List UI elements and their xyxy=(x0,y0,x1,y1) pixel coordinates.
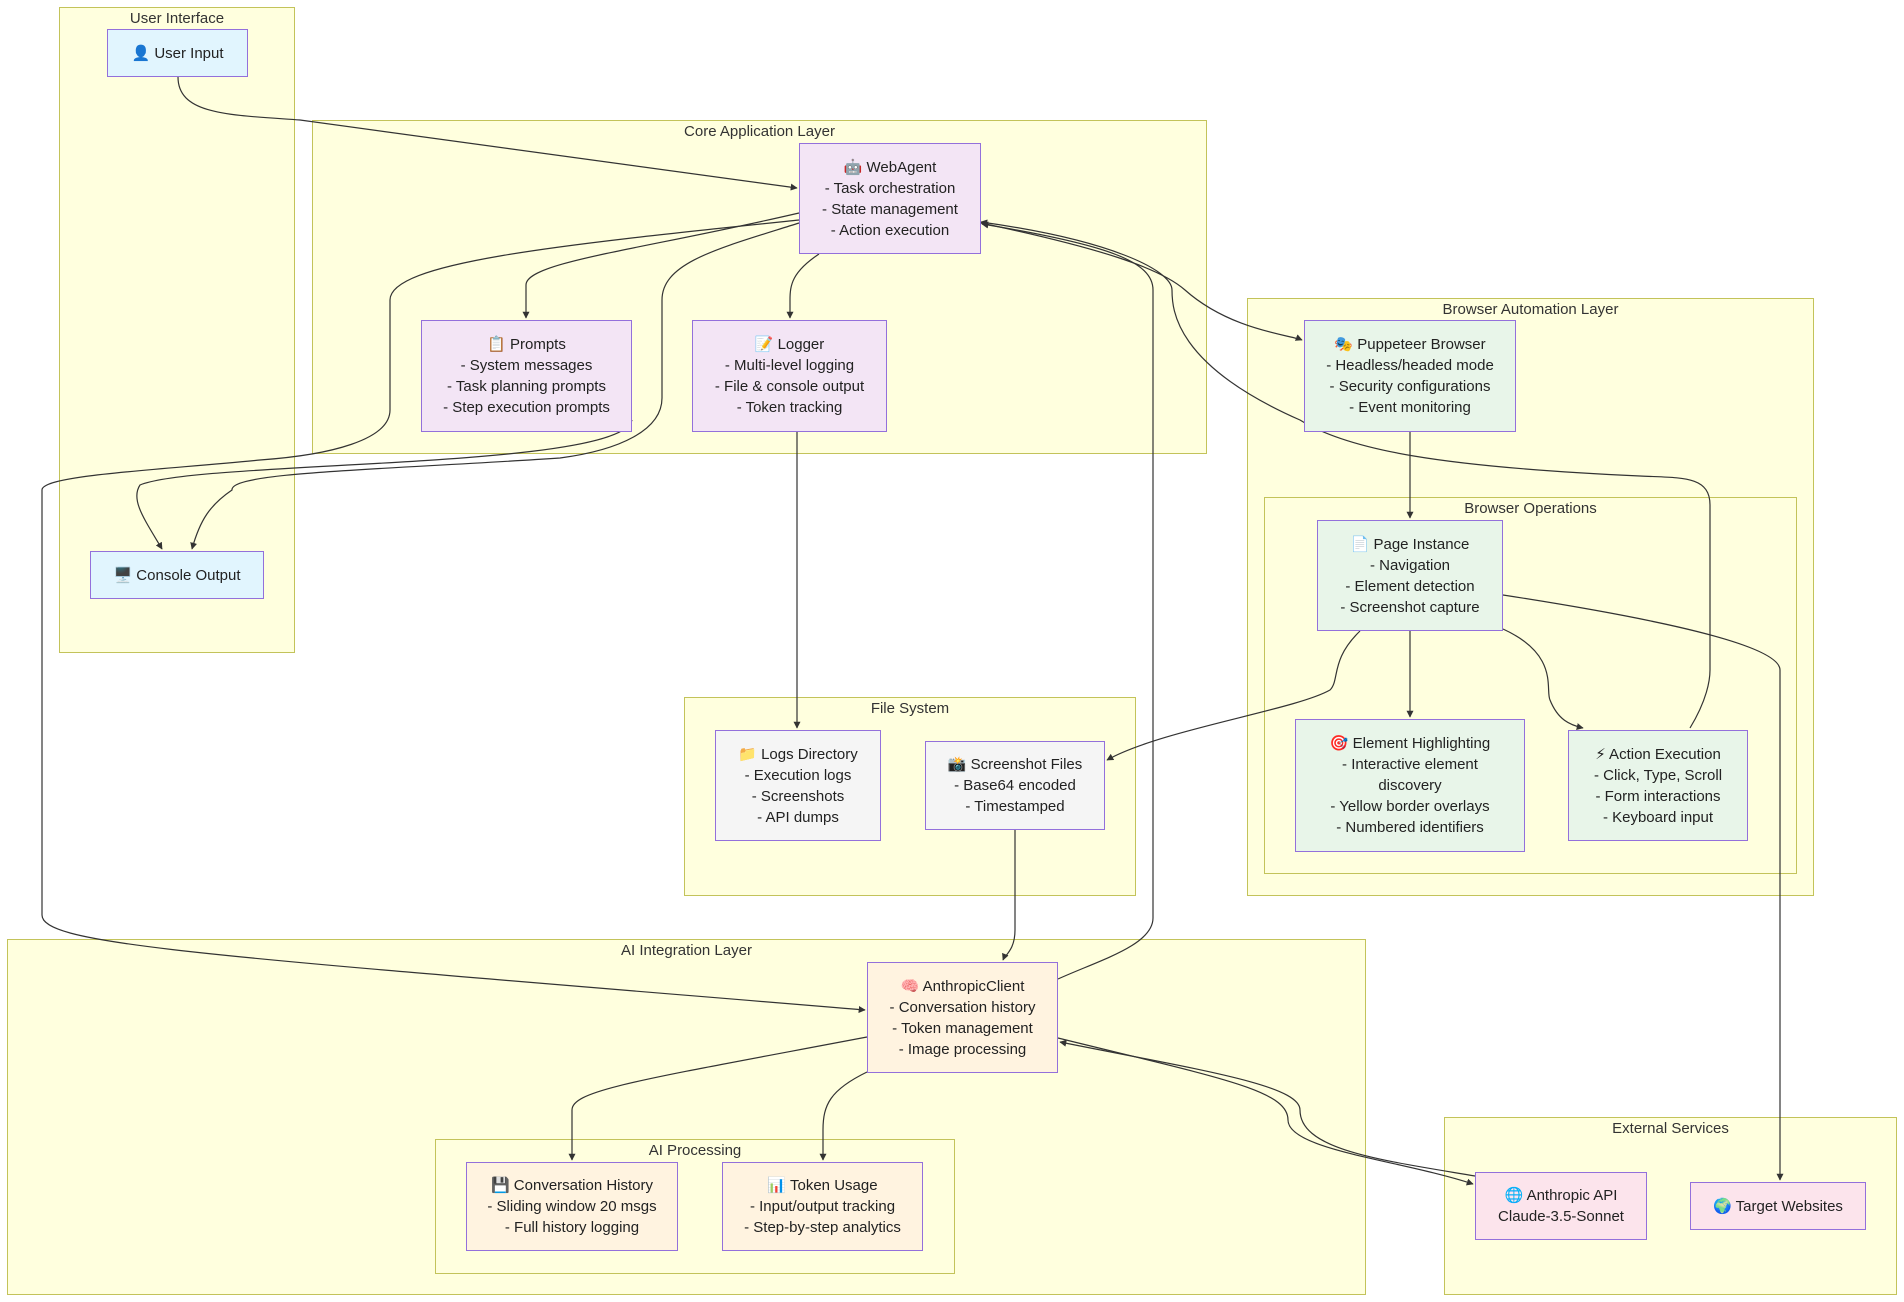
node-title: 🌍 Target Websites xyxy=(1713,1197,1843,1215)
edge-anthropicclient-tokenusage xyxy=(819,1071,868,1161)
node-title: 📋 Prompts xyxy=(487,336,566,353)
edge-webagent-logger xyxy=(786,253,820,319)
group-title: AI Integration Layer xyxy=(621,942,752,959)
node-target-websites: 🌍 Target Websites xyxy=(1690,1182,1866,1230)
node-detail-line: - Numbered identifiers xyxy=(1336,819,1484,836)
node-detail-line: - Full history logging xyxy=(504,1219,640,1236)
node-token-usage: 📊 Token Usage - Input/output tracking - St… xyxy=(722,1162,923,1251)
node-title: 💾 Conversation History xyxy=(490,1177,654,1194)
node-detail-line: - File & console output xyxy=(714,378,865,395)
node-title: 📁 Logs Directory xyxy=(738,745,858,763)
node-detail-line: - Input/output tracking xyxy=(749,1198,896,1215)
node-title: 🎭 Puppeteer Browser xyxy=(1334,336,1486,353)
node-detail-line: - Navigation xyxy=(1369,556,1451,574)
node-detail-line: - Multi-level logging xyxy=(724,357,855,374)
node-detail-line: - Step-by-step analytics xyxy=(744,1219,901,1236)
node-detail-line: Claude-3.5-Sonnet xyxy=(1498,1208,1624,1225)
node-detail-line: - State management xyxy=(822,200,958,218)
edge-screenshots-anthropicclient xyxy=(1002,830,1016,961)
node-anthropic-client: 🧠 AnthropicClient - Conversation history -… xyxy=(867,962,1058,1073)
group-title: Browser Automation Layer xyxy=(1442,301,1619,318)
node-title: 📝 Logger xyxy=(754,336,825,353)
node-detail-line: - Screenshots xyxy=(751,787,845,805)
node-title: 📄 Page Instance xyxy=(1350,535,1470,553)
edge-page-action xyxy=(1502,628,1584,730)
node-title: 🌐 Anthropic API xyxy=(1504,1187,1618,1204)
edge-page-targetwebsites xyxy=(1502,594,1784,1181)
node-console-output: 🖥️ Console Output xyxy=(90,551,264,599)
group-title: AI Processing xyxy=(648,1142,742,1159)
node-logger: 📝 Logger - Multi-level logging - File & co… xyxy=(692,320,887,432)
node-title: 📊 Token Usage xyxy=(767,1177,878,1194)
edge-page-screenshots xyxy=(1106,630,1361,761)
node-detail-line: - Security configurations xyxy=(1329,378,1491,395)
node-action-execution: ⚡ Action Execution - Click, Type, Scroll -… xyxy=(1568,730,1748,841)
node-detail-line: - Headless/headed mode xyxy=(1326,357,1494,374)
node-detail-line: - API dumps xyxy=(757,808,839,826)
node-detail-line: - Event monitoring xyxy=(1349,399,1471,416)
edge-anthropicclient-webagent xyxy=(981,221,1154,980)
node-title: 👤 User Input xyxy=(131,44,224,62)
edge-anthropicclient-convhistory xyxy=(568,1036,868,1161)
node-detail-line: - Screenshot capture xyxy=(1340,598,1480,616)
node-screenshot-files: 📸 Screenshot Files - Base64 encoded - Time… xyxy=(925,741,1105,830)
node-detail-line: - Interactive element xyxy=(1342,756,1478,773)
node-element-highlighting: 🎯 Element Highlighting - Interactive elem… xyxy=(1295,719,1525,852)
node-title: 🖥️ Console Output xyxy=(113,566,241,584)
edge-anthropicapi-anthropicclient xyxy=(1059,1039,1476,1177)
node-detail-line: - Token management xyxy=(892,1019,1033,1037)
node-detail-line: - Image processing xyxy=(898,1040,1027,1058)
group-title: User Interface xyxy=(129,10,225,27)
node-detail-line: - Form interactions xyxy=(1595,787,1721,805)
node-detail-line: - Action execution xyxy=(830,221,950,239)
group-title: Core Application Layer xyxy=(684,123,835,140)
edge-anthropicclient-anthropicapi xyxy=(1057,1037,1474,1186)
edge-webagent-console-1 xyxy=(190,222,800,550)
node-title: 📸 Screenshot Files xyxy=(947,756,1083,773)
node-puppeteer-browser: 🎭 Puppeteer Browser - Headless/headed mod… xyxy=(1304,320,1516,432)
node-detail-line: - Task orchestration xyxy=(824,179,956,197)
node-conversation-history: 💾 Conversation History - Sliding window 2… xyxy=(466,1162,678,1251)
node-detail-line: discovery xyxy=(1378,777,1442,794)
node-anthropic-api: 🌐 Anthropic API Claude-3.5-Sonnet xyxy=(1475,1172,1647,1240)
node-user-input: 👤 User Input xyxy=(107,29,248,77)
node-logs-directory: 📁 Logs Directory - Execution logs - Screen… xyxy=(715,730,881,841)
node-detail-line: - Yellow border overlays xyxy=(1330,798,1490,815)
node-detail-line: - System messages xyxy=(460,357,593,374)
group-title: External Services xyxy=(1612,1120,1729,1137)
edge-prompts-console xyxy=(136,419,633,550)
node-page-instance: 📄 Page Instance - Navigation - Element det… xyxy=(1317,520,1503,631)
node-detail-line: - Task planning prompts xyxy=(447,378,606,395)
node-detail-line: - Timestamped xyxy=(965,798,1065,815)
group-title: File System xyxy=(870,700,950,717)
edge-webagent-puppeteer xyxy=(980,222,1303,341)
node-detail-line: - Click, Type, Scroll xyxy=(1593,766,1723,784)
node-title: 🤖 WebAgent xyxy=(843,158,937,176)
group-title: Browser Operations xyxy=(1464,500,1597,517)
edge-action-webagent xyxy=(980,219,1711,729)
node-detail-line: - Element detection xyxy=(1345,577,1475,595)
node-detail-line: - Token tracking xyxy=(736,399,843,416)
node-detail-line: - Keyboard input xyxy=(1602,808,1714,826)
node-detail-line: - Conversation history xyxy=(889,998,1036,1016)
node-title: 🧠 AnthropicClient xyxy=(900,977,1025,995)
node-detail-line: - Sliding window 20 msgs xyxy=(487,1198,657,1215)
node-detail-line: - Execution logs xyxy=(744,766,852,784)
edge-userinput-webagent xyxy=(177,76,798,191)
edge-webagent-anthropicclient xyxy=(41,219,866,1013)
node-title: 🎯 Element Highlighting xyxy=(1329,735,1491,752)
group-user-interface: User Interface xyxy=(59,7,295,653)
node-title: ⚡ Action Execution xyxy=(1595,745,1721,763)
node-detail-line: - Step execution prompts xyxy=(443,399,610,416)
node-detail-line: - Base64 encoded xyxy=(954,777,1076,794)
node-prompts: 📋 Prompts - System messages - Task plannin… xyxy=(421,320,632,432)
node-webagent: 🤖 WebAgent - Task orchestration - State ma… xyxy=(799,143,981,254)
